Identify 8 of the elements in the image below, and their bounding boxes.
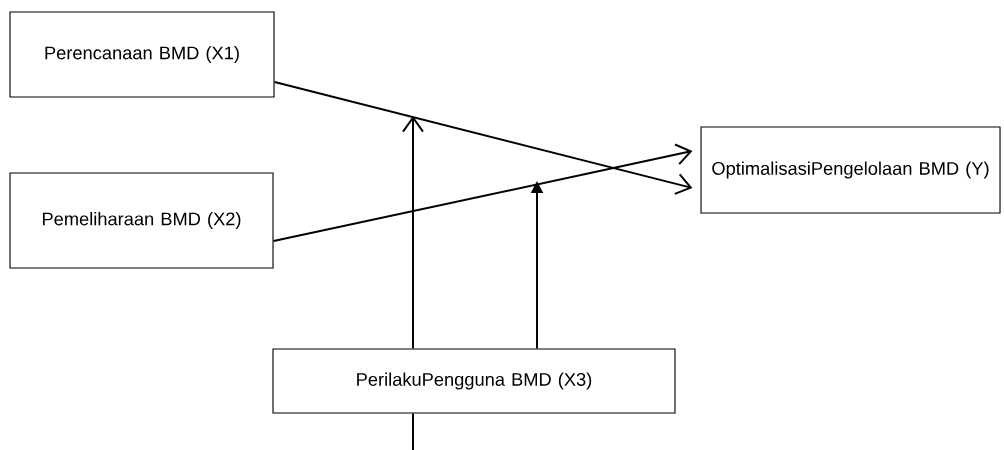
arrow (272, 143, 693, 242)
variable-box: PerilakuPengguna BMD (X3) (272, 348, 676, 414)
variable-box: OptimalisasiPengelolaan BMD (Y) (700, 126, 1001, 214)
line (412, 412, 414, 450)
variable-box: Perencanaan BMD (X1) (9, 11, 275, 98)
variable-box: Pemeliharaan BMD (X2) (9, 172, 274, 269)
arrow (402, 116, 424, 350)
arrow (273, 81, 693, 195)
